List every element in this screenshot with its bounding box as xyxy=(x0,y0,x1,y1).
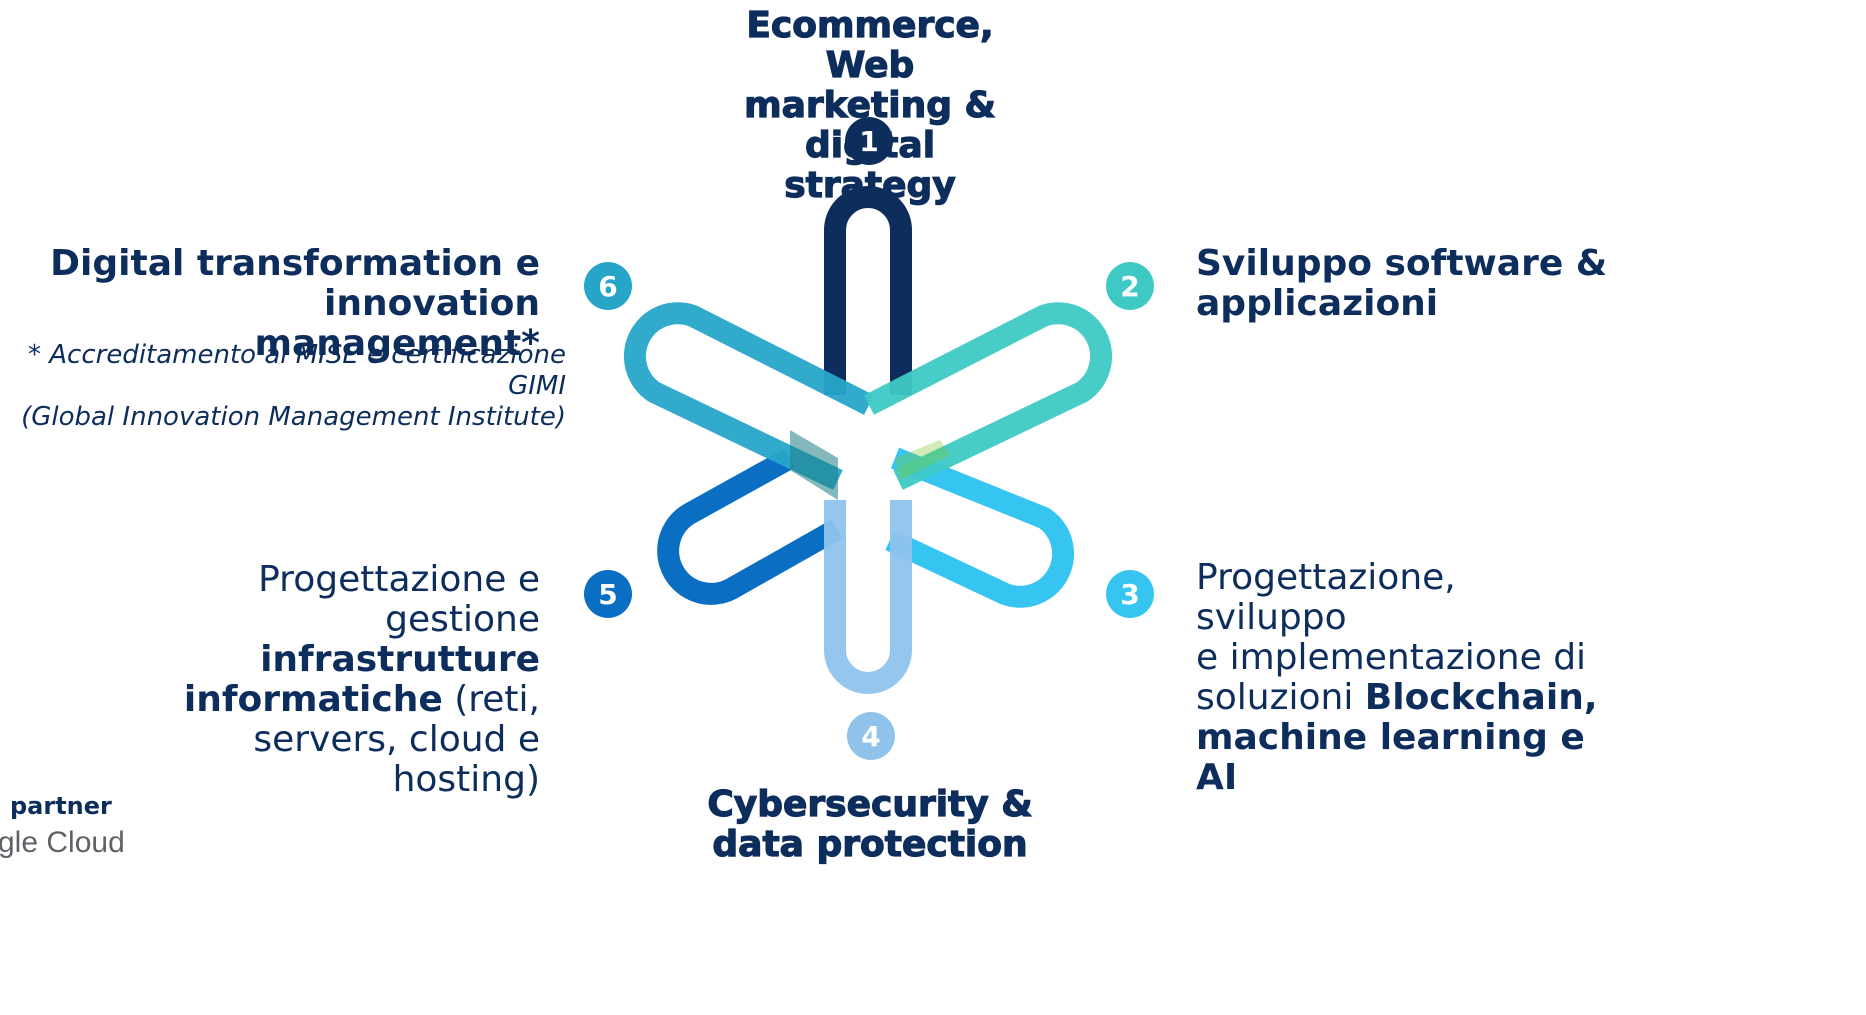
badge-1: 1 xyxy=(845,117,893,165)
arm-2 xyxy=(863,302,1113,490)
item6-title: Digital transformation e innovation mana… xyxy=(50,243,540,364)
badge-3: 3 xyxy=(1106,570,1154,618)
item3-title: Progettazione, sviluppo e implementazion… xyxy=(1196,557,1598,798)
badge-2: 2 xyxy=(1106,262,1154,310)
item4-title: Cybersecurity & data protection xyxy=(707,784,1034,865)
item6-note: * Accreditamento al MISE e certificazion… xyxy=(21,340,566,432)
overlap-right xyxy=(895,440,950,480)
item5-title: Progettazione e gestione infrastrutture … xyxy=(183,559,540,800)
badge-6: 6 xyxy=(584,262,632,310)
arm-1 xyxy=(824,186,912,395)
arm-5 xyxy=(657,448,843,605)
item1-title: Ecommerce, Web marketing & digital strat… xyxy=(743,5,996,206)
overlap-left xyxy=(790,430,838,500)
arm-4 xyxy=(824,500,912,694)
item2-title: Sviluppo software & applicazioni xyxy=(1196,243,1608,324)
badge-5: 5 xyxy=(584,570,632,618)
partner-label: partner xyxy=(10,792,112,820)
arm-6 xyxy=(623,302,874,490)
badge-4: 4 xyxy=(847,712,895,760)
google-cloud-logo: gle Cloud xyxy=(0,826,125,859)
arm-3 xyxy=(885,447,1075,608)
